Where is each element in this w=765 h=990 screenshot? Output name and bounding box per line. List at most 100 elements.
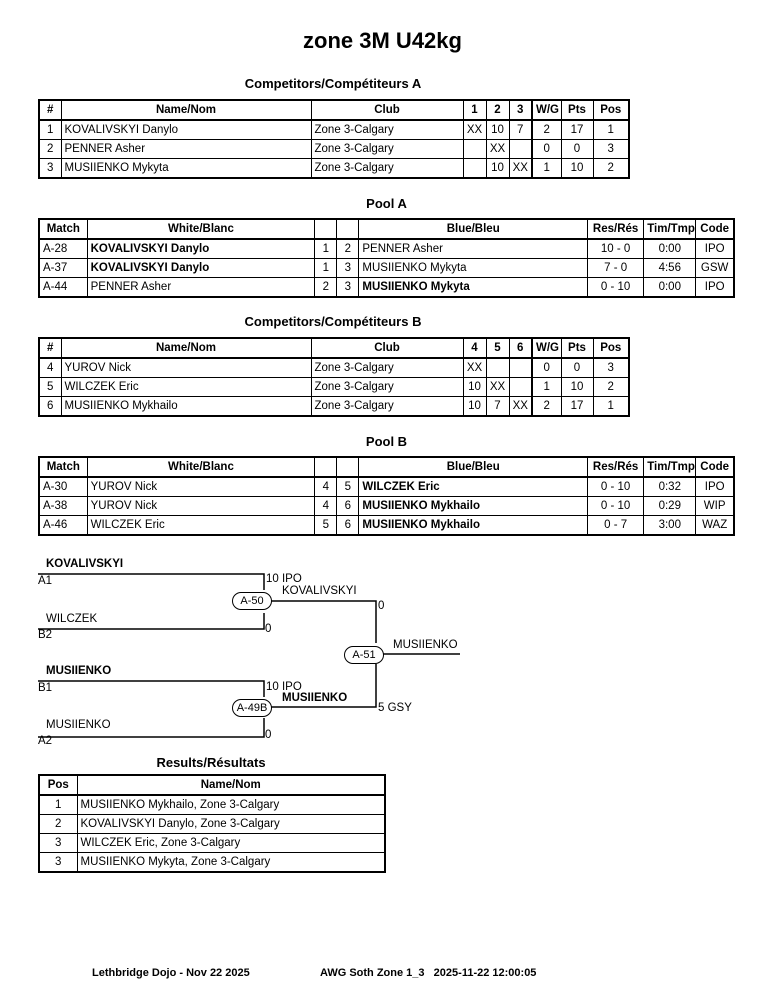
points: 10	[560, 377, 594, 397]
footer-right: AWG Soth Zone 1_3 2025-11-22 12:00:05	[320, 967, 537, 979]
col-code: Code	[695, 218, 735, 240]
sf1-top-seed: A1	[38, 575, 53, 587]
col-s1: 4	[462, 337, 487, 359]
sf2-bottom-seed: A2	[38, 735, 53, 747]
sf2-top-seed: B1	[38, 682, 53, 694]
match-code: WAZ	[695, 515, 735, 536]
points: 0	[560, 357, 594, 378]
points: 10	[560, 158, 594, 179]
competitor-name: MUSIIENKO Mykhailo	[60, 396, 312, 417]
competitor-name: WILCZEK Eric	[60, 377, 312, 397]
col-wg: W/G	[531, 99, 562, 121]
col-time: Tim/Tmp	[643, 218, 697, 240]
col-club: Club	[310, 337, 464, 359]
sf2-bottom-name: MUSIIENKO	[46, 719, 111, 731]
final-winner: MUSIIENKO	[393, 639, 458, 651]
score-3	[508, 139, 533, 159]
score-1	[462, 139, 487, 159]
match-id: A-30	[38, 476, 88, 497]
blue-number: 3	[336, 258, 360, 278]
white-player: KOVALIVSKYI Danylo	[86, 238, 316, 259]
col-wg: W/G	[531, 337, 562, 359]
sf1-top-name: KOVALIVSKYI	[46, 558, 124, 570]
final-score-top: 0	[378, 600, 385, 612]
col-wn	[314, 456, 338, 478]
col-s3: 3	[508, 99, 533, 121]
score-3: 7	[508, 119, 533, 140]
pool-b-heading: Pool B	[365, 434, 408, 449]
blue-player: PENNER Asher	[358, 238, 589, 259]
match-time: 0:32	[643, 476, 697, 497]
position: 1	[592, 396, 630, 417]
sf1-bottom-seed: B2	[38, 629, 53, 641]
col-res: Res/Rés	[587, 218, 645, 240]
white-player: YUROV Nick	[86, 476, 316, 497]
final-match-node: A-51	[344, 646, 384, 664]
results-heading: Results/Résultats	[156, 755, 266, 770]
col-name: Name/Nom	[76, 774, 386, 796]
sf1-score-top: 10 IPO	[266, 573, 302, 585]
sf2-score-top: 10 IPO	[266, 681, 302, 693]
final-score-bottom: 5 GSY	[378, 702, 412, 714]
pool-a-competitors-heading: Competitors/Compétiteurs A	[244, 76, 422, 91]
points: 0	[560, 139, 594, 159]
col-time: Tim/Tmp	[643, 456, 697, 478]
competitor-number: 3	[38, 158, 62, 179]
blue-number: 2	[336, 238, 360, 259]
white-number: 5	[314, 515, 338, 536]
match-result: 0 - 7	[587, 515, 645, 536]
competitor-number: 6	[38, 396, 62, 417]
match-id: A-46	[38, 515, 88, 536]
white-number: 2	[314, 277, 338, 298]
score-3: XX	[508, 396, 533, 417]
col-name: Name/Nom	[60, 337, 312, 359]
score-1: XX	[462, 357, 487, 378]
blue-number: 6	[336, 496, 360, 516]
white-number: 4	[314, 496, 338, 516]
col-pos: Pos	[592, 337, 630, 359]
sf2-top-name: MUSIIENKO	[46, 665, 112, 677]
col-bn	[336, 218, 360, 240]
position: 2	[592, 377, 630, 397]
col-club: Club	[310, 99, 464, 121]
score-2	[485, 357, 510, 378]
col-wn	[314, 218, 338, 240]
blue-player: MUSIIENKO Mykhailo	[358, 515, 589, 536]
col-blue: Blue/Bleu	[358, 218, 589, 240]
blue-player: MUSIIENKO Mykyta	[358, 277, 589, 298]
competitor-club: Zone 3-Calgary	[310, 139, 464, 159]
competitor-club: Zone 3-Calgary	[310, 377, 464, 397]
sf2-score-bottom: 0	[265, 729, 272, 741]
match-time: 4:56	[643, 258, 697, 278]
col-blue: Blue/Bleu	[358, 456, 589, 478]
result-position: 2	[38, 814, 78, 834]
match-result: 10 - 0	[587, 238, 645, 259]
sf1-bottom-name: WILCZEK	[46, 613, 98, 625]
competitor-name: KOVALIVSKYI Danylo	[60, 119, 312, 140]
bracket-lines	[38, 573, 460, 738]
footer-left: Lethbridge Dojo - Nov 22 2025	[92, 967, 250, 979]
score-3	[508, 377, 533, 397]
competitor-number: 2	[38, 139, 62, 159]
score-1	[462, 158, 487, 179]
match-result: 7 - 0	[587, 258, 645, 278]
pool-b-matches-table: Match White/Blanc Blue/Bleu Res/Rés Tim/…	[38, 456, 735, 536]
competitor-name: PENNER Asher	[60, 139, 312, 159]
white-number: 4	[314, 476, 338, 497]
white-player: YUROV Nick	[86, 496, 316, 516]
col-pos: Pos	[592, 99, 630, 121]
competitor-number: 1	[38, 119, 62, 140]
score-2: XX	[485, 377, 510, 397]
match-id: A-37	[38, 258, 88, 278]
blue-player: MUSIIENKO Mykyta	[358, 258, 589, 278]
blue-player: WILCZEK Eric	[358, 476, 589, 497]
